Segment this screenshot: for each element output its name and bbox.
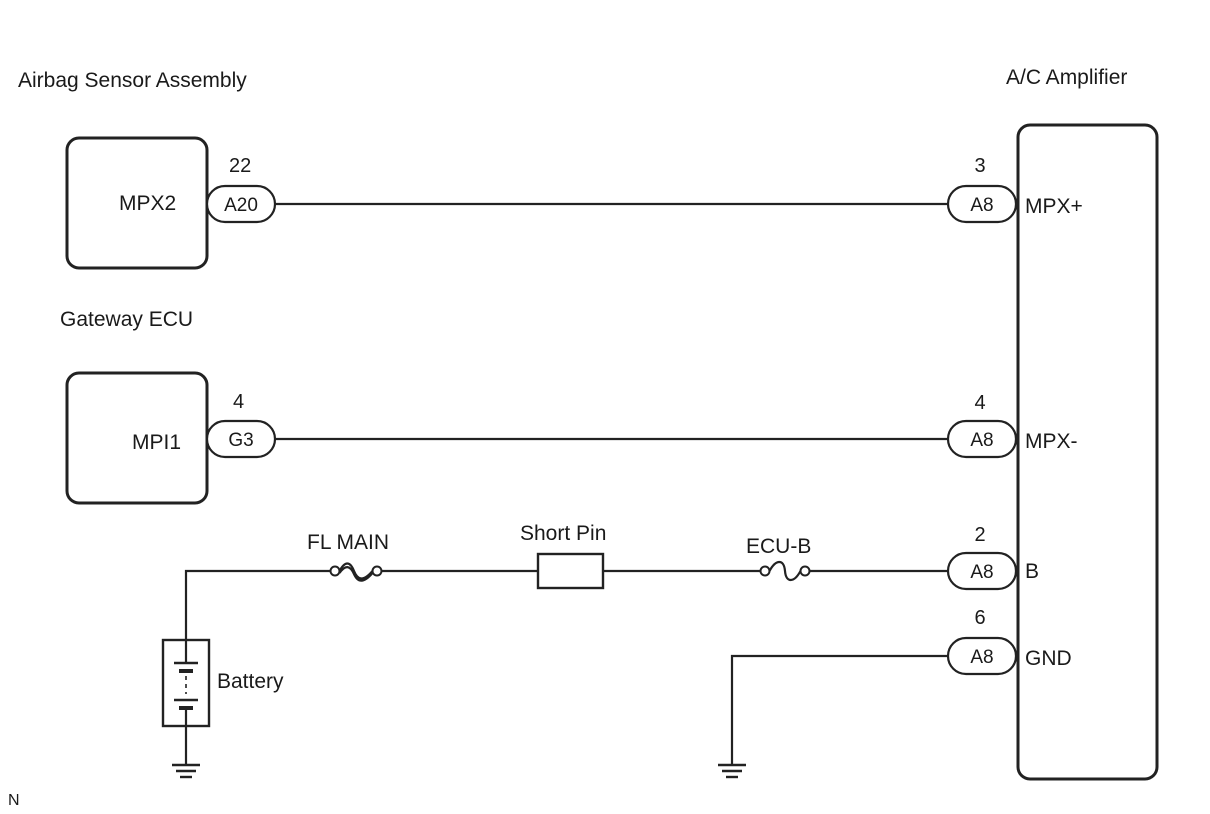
short-pin-icon [536, 552, 605, 590]
gateway-terminal-label: MPI1 [132, 431, 181, 454]
ecu-b-label: ECU-B [746, 535, 811, 558]
corner-mark: N [8, 792, 20, 809]
amp-pin-number: 6 [974, 607, 985, 629]
amp-terminal-label-b: B [1025, 560, 1039, 583]
amp-connector-code: A8 [970, 647, 993, 668]
amp-connector [946, 419, 1018, 459]
battery-icon [161, 638, 211, 728]
fusible-link-icon [329, 562, 383, 582]
airbag-connector-code: A20 [224, 195, 258, 216]
ground-icon [718, 763, 746, 779]
amp-connector-code: A8 [970, 430, 993, 451]
amp-connector [946, 551, 1018, 591]
amp-terminal-label-mpx-plus: MPX+ [1025, 195, 1083, 218]
amp-connector [946, 184, 1018, 224]
amp-pin-number: 4 [974, 392, 985, 414]
fl-main-label: FL MAIN [307, 531, 389, 554]
amp-connector-code: A8 [970, 195, 993, 216]
airbag-connector [205, 184, 277, 224]
amp-pin-number: 3 [974, 155, 985, 177]
fuse-icon [759, 560, 811, 582]
ac-amplifier-title: A/C Amplifier [1006, 66, 1127, 89]
wire-gnd [730, 654, 948, 764]
amp-connector [946, 636, 1018, 676]
battery-label: Battery [217, 670, 284, 693]
amp-terminal-label-gnd: GND [1025, 647, 1072, 670]
gateway-connector-code: G3 [228, 430, 253, 451]
wire-battery-to-fl-main [184, 569, 330, 640]
ground-icon [172, 763, 200, 779]
amp-terminal-label-mpx-minus: MPX- [1025, 430, 1078, 453]
amp-pin-number: 2 [974, 524, 985, 546]
airbag-pin-number: 22 [229, 155, 251, 177]
short-pin-label: Short Pin [520, 522, 606, 545]
gateway-connector [205, 419, 277, 459]
gateway-ecu-title: Gateway ECU [60, 308, 193, 331]
amp-connector-code: A8 [970, 562, 993, 583]
ac-amplifier-box [1016, 123, 1159, 781]
gateway-pin-number: 4 [233, 391, 244, 413]
airbag-sensor-title: Airbag Sensor Assembly [18, 69, 247, 92]
airbag-terminal-label: MPX2 [119, 192, 176, 215]
